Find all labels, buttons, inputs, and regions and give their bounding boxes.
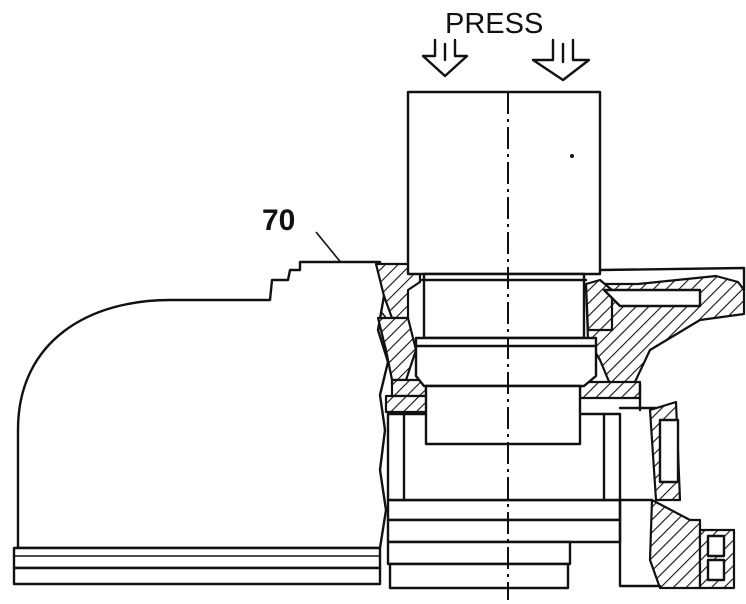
right-housing-outline bbox=[598, 266, 746, 588]
part-number-label: 70 bbox=[262, 204, 295, 237]
press-arrow-right-icon bbox=[531, 38, 591, 82]
housing-body bbox=[12, 260, 390, 586]
bearing-seat-hatched bbox=[374, 262, 432, 414]
surface-mark bbox=[570, 154, 574, 158]
flange-hatched bbox=[578, 274, 746, 400]
press-arrow-left-icon bbox=[421, 38, 469, 78]
press-tool bbox=[406, 90, 602, 446]
press-label: PRESS bbox=[445, 8, 543, 40]
right-hatched-ring bbox=[648, 400, 736, 590]
